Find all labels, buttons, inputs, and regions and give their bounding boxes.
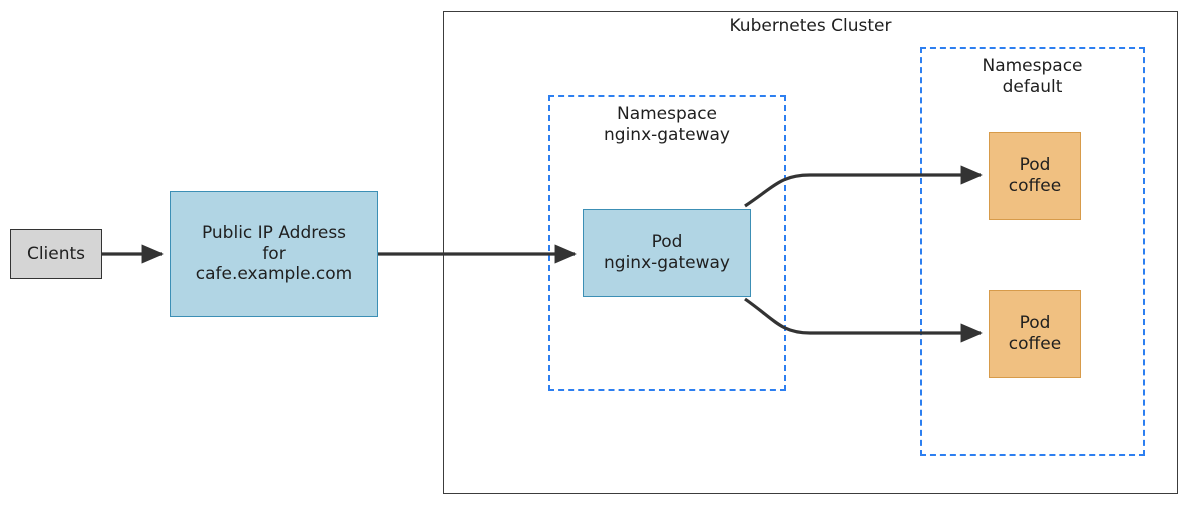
- namespace-nginx-gateway-frame: [548, 95, 786, 391]
- namespace-default-title: Namespace default: [982, 56, 1083, 97]
- pod-nginx-gateway-node[interactable]: Pod nginx-gateway: [583, 209, 751, 297]
- pod-coffee-top-node[interactable]: Pod coffee: [989, 132, 1081, 220]
- kubernetes-cluster-title: Kubernetes Cluster: [729, 16, 892, 36]
- public-ip-address-node[interactable]: Public IP Address for cafe.example.com: [170, 191, 378, 317]
- clients-node[interactable]: Clients: [10, 229, 102, 279]
- pod-coffee-bottom-node[interactable]: Pod coffee: [989, 290, 1081, 378]
- namespace-nginx-gateway-title: Namespace nginx-gateway: [604, 104, 730, 145]
- namespace-default-frame: [920, 47, 1145, 456]
